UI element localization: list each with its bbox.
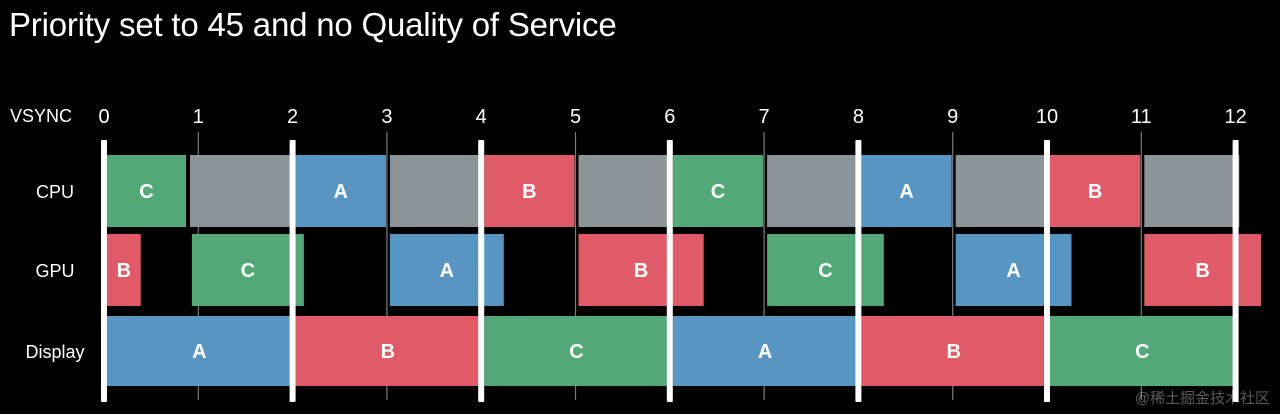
display-segment-1 bbox=[295, 316, 481, 386]
gpu-segment-0 bbox=[107, 234, 141, 306]
display-segment-label-3: A bbox=[758, 341, 772, 363]
display-segment-4 bbox=[861, 316, 1046, 386]
tick-label-12: 12 bbox=[1224, 106, 1246, 128]
display-segment-5 bbox=[1050, 316, 1235, 386]
cpu-segment-7 bbox=[767, 155, 858, 227]
vsync-bar-6 bbox=[666, 140, 673, 402]
display-segment-label-2: C bbox=[569, 341, 583, 363]
gpu-segment-3 bbox=[578, 234, 704, 306]
display-segment-label-5: C bbox=[1135, 341, 1149, 363]
display-segment-label-4: B bbox=[946, 341, 960, 363]
display-segment-2 bbox=[484, 316, 669, 386]
cpu-segment-1 bbox=[189, 155, 292, 227]
gpu-segment-label-5: A bbox=[1006, 260, 1020, 282]
display-segment-0 bbox=[107, 316, 292, 386]
cpu-segment-label-2: A bbox=[334, 181, 348, 203]
vsync-bar-8 bbox=[855, 140, 862, 402]
cpu-segment-6 bbox=[672, 155, 764, 227]
cpu-segment-8 bbox=[861, 155, 952, 227]
cpu-segment-9 bbox=[955, 155, 1046, 227]
tick-label-2: 2 bbox=[287, 106, 298, 128]
vsync-label: VSYNC bbox=[10, 106, 72, 126]
vsync-bar-0 bbox=[101, 140, 107, 402]
display-segment-label-1: B bbox=[381, 341, 395, 363]
lane-label-gpu: GPU bbox=[35, 261, 74, 281]
gpu-segment-label-3: B bbox=[634, 260, 648, 282]
lane-label-cpu: CPU bbox=[36, 182, 74, 202]
tick-label-7: 7 bbox=[759, 106, 770, 128]
tick-label-6: 6 bbox=[664, 106, 675, 128]
gpu-segment-label-1: C bbox=[241, 260, 255, 282]
page-title: Priority set to 45 and no Quality of Ser… bbox=[9, 6, 617, 43]
tick-label-3: 3 bbox=[381, 106, 392, 128]
vsync-bar-12 bbox=[1232, 140, 1239, 402]
tick-label-10: 10 bbox=[1036, 106, 1058, 128]
gpu-segment-label-0: B bbox=[117, 260, 131, 282]
watermark: @稀土掘金技术社区 bbox=[1134, 390, 1270, 407]
gpu-segment-label-6: B bbox=[1195, 260, 1209, 282]
tick-label-9: 9 bbox=[947, 106, 958, 128]
gpu-segment-2 bbox=[389, 234, 504, 306]
cpu-segment-0 bbox=[107, 155, 186, 227]
vsync-bar-2 bbox=[289, 140, 296, 402]
display-segment-label-0: A bbox=[192, 341, 206, 363]
cpu-segment-2 bbox=[295, 155, 386, 227]
cpu-segment-11 bbox=[1144, 155, 1240, 227]
gpu-segment-6 bbox=[1144, 234, 1262, 306]
tick-label-4: 4 bbox=[476, 106, 487, 128]
gpu-segment-label-4: C bbox=[818, 260, 832, 282]
tick-label-11: 11 bbox=[1131, 106, 1152, 128]
cpu-segment-4 bbox=[484, 155, 575, 227]
tick-label-1: 1 bbox=[193, 106, 204, 128]
tick-label-5: 5 bbox=[570, 106, 581, 128]
vsync-bar-4 bbox=[478, 140, 485, 402]
vsync-bar-10 bbox=[1044, 140, 1050, 402]
tick-label-0: 0 bbox=[98, 106, 109, 128]
gpu-segment-1 bbox=[191, 234, 304, 306]
cpu-segment-label-0: C bbox=[139, 181, 153, 203]
cpu-segment-10 bbox=[1050, 155, 1141, 227]
gpu-segment-label-2: A bbox=[440, 260, 454, 282]
tick-label-8: 8 bbox=[853, 106, 864, 128]
gpu-segment-5 bbox=[955, 234, 1072, 306]
cpu-segment-label-10: B bbox=[1088, 181, 1102, 203]
cpu-segment-3 bbox=[389, 155, 481, 227]
gpu-segment-4 bbox=[767, 234, 884, 306]
cpu-segment-label-6: C bbox=[711, 181, 725, 203]
lane-label-display: Display bbox=[25, 342, 84, 362]
display-segment-3 bbox=[672, 316, 858, 386]
cpu-segment-5 bbox=[578, 155, 669, 227]
cpu-segment-label-8: A bbox=[899, 181, 913, 203]
cpu-segment-label-4: B bbox=[522, 181, 536, 203]
